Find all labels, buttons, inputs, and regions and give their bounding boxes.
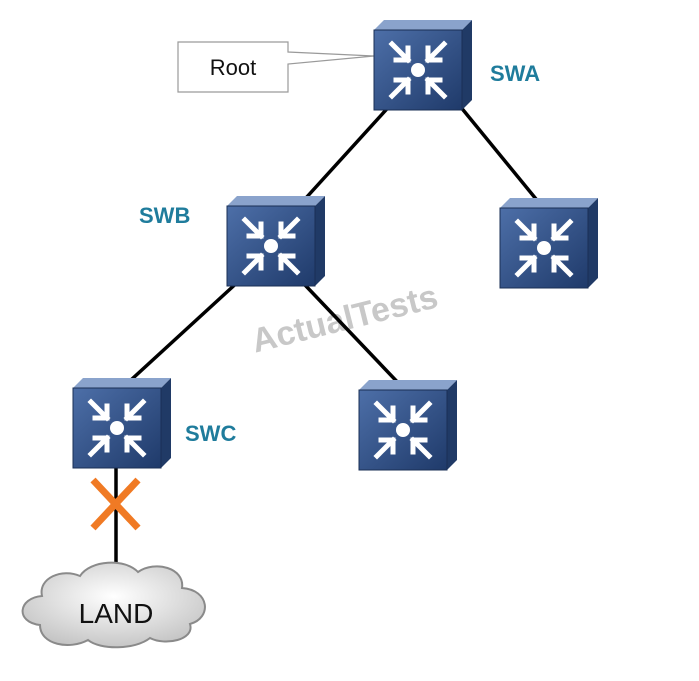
- switch-swa-icon[interactable]: [374, 20, 472, 110]
- blocked-x-icon: [90, 477, 141, 531]
- cloud-label: LAND: [79, 598, 154, 629]
- swb-label: SWB: [139, 203, 190, 228]
- swa-label: SWA: [490, 61, 540, 86]
- switch-swb-icon[interactable]: [227, 196, 325, 286]
- root-label: Root: [210, 55, 256, 80]
- watermark: ActualTests: [248, 278, 442, 361]
- link-swa-right: [453, 98, 547, 212]
- link-swa-swb: [293, 98, 397, 212]
- root-callout: Root: [177, 41, 375, 93]
- link-swb-swc: [118, 278, 242, 392]
- cloud-land: LAND: [21, 561, 206, 649]
- switch-middle-icon[interactable]: [359, 380, 457, 470]
- link-swb-middle: [303, 283, 407, 392]
- switch-right-icon[interactable]: [500, 198, 598, 288]
- links: [114, 98, 547, 572]
- swc-label: SWC: [185, 421, 236, 446]
- switch-swc-icon[interactable]: [73, 378, 171, 468]
